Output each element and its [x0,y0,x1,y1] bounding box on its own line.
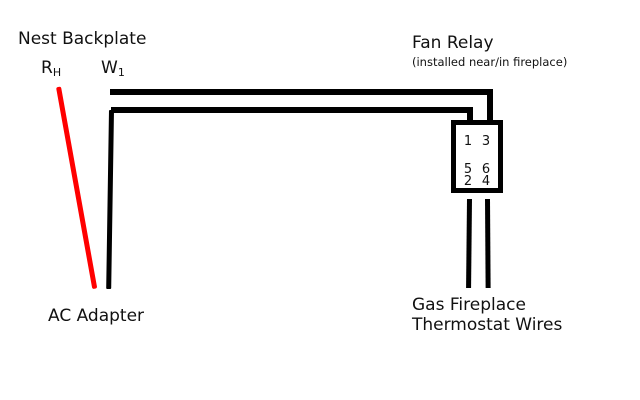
terminal-rh-subscript: H [52,66,62,79]
wire-horizontal-to-relay-terminal-1 [111,107,473,113]
fan-relay-subtitle: (installed near/in fireplace) [412,55,568,69]
relay-terminal-4: 4 [481,174,491,189]
wire-drop-to-relay-terminal-3 [487,89,493,122]
fan-relay-box: 1 3 5 6 2 4 [451,120,503,193]
terminal-w1-letter: W [101,58,118,78]
relay-terminal-6: 6 [481,162,491,177]
wire-rh-red [56,86,98,290]
nest-backplate-title: Nest Backplate [18,29,147,49]
relay-terminal-5: 5 [463,162,473,177]
wire-drop-to-relay-terminal-1 [467,107,473,122]
gas-fireplace-line-2: Thermostat Wires [412,314,563,335]
terminal-label-w1: W1 [101,58,125,79]
gas-fireplace-thermostat-wires-label: Gas Fireplace Thermostat Wires [412,295,563,335]
terminal-label-rh: RH [41,58,62,79]
relay-terminal-2: 2 [463,174,473,189]
relay-terminal-1: 1 [463,134,473,149]
terminal-rh-letter: R [41,58,53,78]
terminal-w1-subscript: 1 [117,66,125,79]
wire-w1-to-ac-adapter [106,109,114,290]
ac-adapter-label: AC Adapter [48,306,145,326]
relay-terminal-3: 3 [481,134,491,149]
thermostat-wire-right [485,198,491,289]
relay-terminal-row-top: 1 3 [456,134,498,149]
relay-terminal-row-bottom: 2 4 [456,174,498,189]
relay-terminal-row-mid: 5 6 [456,162,498,177]
wire-horizontal-to-relay-terminal-3 [110,89,493,95]
thermostat-wire-left [466,198,472,289]
fan-relay-title: Fan Relay [412,33,494,53]
gas-fireplace-line-1: Gas Fireplace [412,295,526,315]
